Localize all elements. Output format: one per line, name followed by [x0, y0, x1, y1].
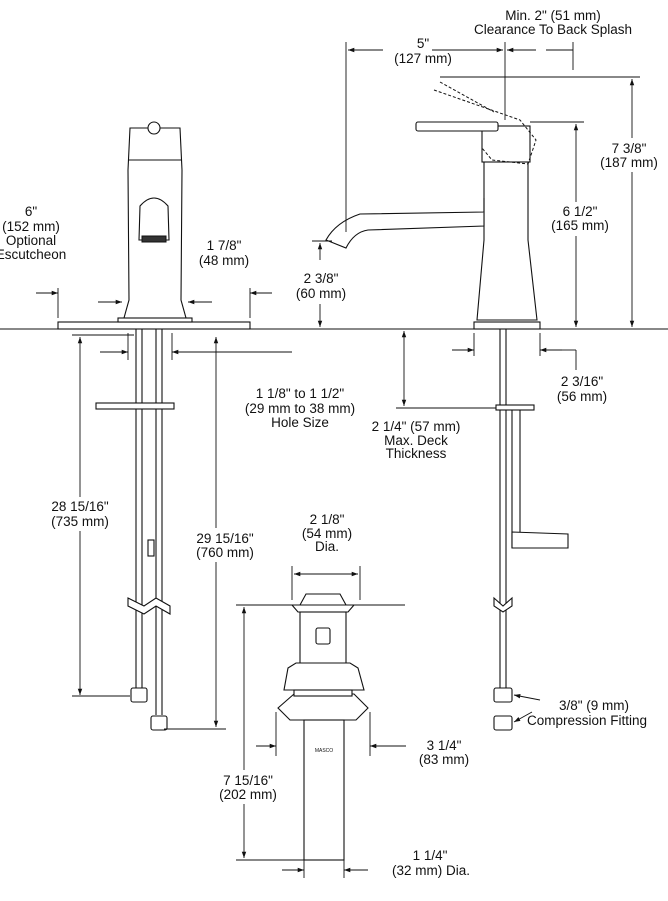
dim-drain-height: 7 15/16" (202 mm) [212, 604, 304, 861]
compression-label-0: 3/8" (9 mm) [559, 698, 629, 713]
dim-supply-length-1: 28 15/16" (735 mm) [42, 334, 134, 697]
drain-assembly: MASCO [240, 593, 405, 861]
side-base [473, 321, 541, 330]
compression-label-1: Compression Fitting [527, 713, 647, 728]
supply-length-2-label-0: 29 15/16" [196, 531, 254, 546]
handle-height-label-0: 6 1/2" [563, 204, 598, 219]
spout-width-label-1: (48 mm) [199, 253, 249, 268]
escutcheon-label-2: Optional [6, 233, 56, 248]
escutcheon-label-3: Escutcheon [0, 247, 66, 262]
lift-rod [511, 531, 569, 549]
tailpiece-dia-label-0: 1 1/4" [413, 848, 448, 863]
tailpiece-mark: MASCO [315, 748, 333, 754]
drain-width-label-1: (83 mm) [419, 752, 469, 767]
dim-spout-reach: 5" (127 mm) [345, 36, 506, 232]
drain-flange [277, 693, 369, 721]
dim-tailpiece-dia: 1 1/4" (32 mm) Dia. [282, 848, 470, 878]
base-width-label-0: 2 3/16" [561, 374, 604, 389]
handle-height-label-1: (165 mm) [551, 218, 609, 233]
dim-supply-length-2: 29 15/16" (760 mm) [164, 337, 264, 730]
dim-base-width: 2 3/16" (56 mm) [452, 333, 607, 404]
drain-stopper [299, 593, 347, 606]
handle-hub [481, 125, 531, 163]
front-view-faucet [57, 121, 251, 731]
dim-drain-dia: 2 1/8" (54 mm) Dia. [291, 512, 361, 600]
drain-width-label-0: 3 1/4" [427, 738, 462, 753]
drain-dia-label-1: (54 mm) [302, 526, 352, 541]
drain-dia-label-0: 2 1/8" [310, 512, 345, 527]
mounting-bracket-side [495, 404, 535, 411]
back-splash-label-0: Min. 2" (51 mm) [505, 8, 601, 23]
side-view-faucet [325, 81, 569, 731]
dim-back-splash: Min. 2" (51 mm) Clearance To Back Splash [474, 8, 632, 70]
dim-handle-height: 6 1/2" (165 mm) [530, 121, 614, 327]
dim-deck-thickness: 2 1/4" (57 mm) Max. Deck Thickness [372, 331, 496, 461]
tailpiece [303, 719, 345, 861]
dim-compression: 3/8" (9 mm) Compression Fitting [513, 694, 647, 728]
mounting-bracket-front [95, 402, 175, 410]
escutcheon-plate [57, 321, 251, 330]
break-mark-side [493, 596, 513, 613]
fitting-front-1 [130, 687, 148, 703]
deck-thickness-label-1: Max. Deck [384, 433, 448, 448]
escutcheon-label-1: (152 mm) [2, 219, 60, 234]
drain-dia-label-2: Dia. [315, 539, 339, 554]
drain-height-label-1: (202 mm) [219, 787, 277, 802]
supply-length-1-label-0: 28 15/16" [51, 499, 109, 514]
back-splash-label-1: Clearance To Back Splash [474, 22, 632, 37]
dim-hole-size: 1 1/8" to 1 1/2" (29 mm to 38 mm) Hole S… [100, 333, 355, 430]
handle-swing-path [433, 81, 537, 165]
hole-size-label-0: 1 1/8" to 1 1/2" [256, 386, 345, 401]
dim-escutcheon: 6" (152 mm) Optional Escutcheon [0, 204, 272, 318]
supply-length-2-label-1: (760 mm) [196, 545, 254, 560]
fitting-front-2 [150, 715, 168, 731]
spout-reach-label-1: (127 mm) [394, 51, 452, 66]
spout-side [325, 198, 485, 249]
handle-cap [147, 121, 161, 135]
hole-size-label-1: (29 mm to 38 mm) [245, 401, 355, 416]
dim-drain-width: 3 1/4" (83 mm) [256, 712, 469, 767]
drain-height-label-0: 7 15/16" [223, 773, 273, 788]
faucet-body-side [476, 159, 538, 321]
dim-spout-width: 1 7/8" (48 mm) [98, 238, 249, 305]
overall-height-label-1: (187 mm) [600, 155, 658, 170]
tailpiece-dia-label-1: (32 mm) Dia. [392, 863, 470, 878]
fitting-side-1 [493, 687, 513, 703]
dim-spout-height: 2 3/8" (60 mm) [296, 240, 346, 327]
fitting-side-2 [493, 715, 513, 731]
dim-overall-height: 7 3/8" (187 mm) [440, 76, 668, 327]
spout-height-label-1: (60 mm) [296, 286, 346, 301]
break-mark-front [127, 597, 171, 615]
spout-front [138, 197, 170, 241]
hole-size-label-2: Hole Size [271, 415, 329, 430]
escutcheon-label-0: 6" [25, 204, 38, 219]
deck-thickness-label-2: Thickness [386, 446, 447, 461]
overall-height-label-0: 7 3/8" [612, 141, 647, 156]
handle-lever [415, 121, 499, 132]
base-width-label-1: (56 mm) [557, 389, 607, 404]
spout-reach-label-0: 5" [417, 36, 430, 51]
drain-nut [283, 662, 365, 691]
deck-thickness-label-0: 2 1/4" (57 mm) [372, 419, 461, 434]
spout-height-label-0: 2 3/8" [304, 271, 339, 286]
spout-width-label-0: 1 7/8" [207, 238, 242, 253]
supply-length-1-label-1: (735 mm) [51, 514, 109, 529]
